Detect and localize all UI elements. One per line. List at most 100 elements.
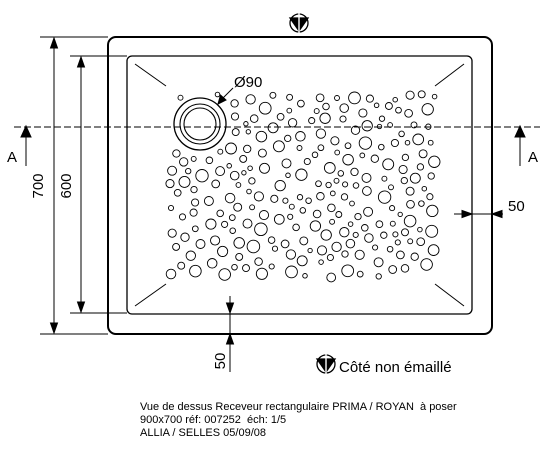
anti-slip-dot [285,249,297,260]
anti-slip-dot [309,220,322,232]
anti-slip-dot [177,261,186,270]
anti-slip-dot [326,272,337,283]
anti-slip-dot [380,231,388,239]
anti-slip-dot [372,244,379,251]
anti-slip-dot [167,165,178,176]
anti-slip-dot [381,175,388,182]
anti-slip-dot [427,172,435,180]
anti-slip-dot [401,228,409,237]
triangle-in-circle-icon [315,353,337,375]
anti-slip-dot [337,170,345,177]
anti-slip-dot [241,170,247,176]
anti-slip-dot [276,112,285,121]
anti-slip-dot [386,245,394,253]
anti-slip-dot [273,213,285,225]
anti-slip-dot [418,200,425,207]
anti-slip-dot [190,185,198,194]
anti-slip-dot [257,148,267,158]
anti-slip-dot [185,167,192,175]
anti-slip-dot [362,186,372,196]
anti-slip-dot [239,154,248,163]
anti-slip-dot [296,145,303,151]
anti-slip-dot [426,204,439,218]
anti-slip-dot [270,194,279,203]
tray-inner-outline [126,55,473,315]
anti-slip-dot [267,122,279,134]
anti-slip-dot [259,162,270,174]
anti-slip-dot [172,149,181,158]
anti-slip-dot [267,236,276,244]
dimension-bottom-50-label: 50 [212,353,229,370]
anti-slip-dot [307,247,313,254]
anti-slip-dot [231,128,240,137]
anti-slip-dot [390,138,399,148]
anti-slip-dot [326,253,334,262]
anti-slip-dot [334,95,340,101]
anti-slip-dot [274,179,286,192]
anti-slip-dot [312,209,322,219]
anti-slip-dot [189,264,202,278]
dimension-600 [70,55,127,314]
title-line-1: Vue de dessus Receveur rectangulaire PRI… [140,401,457,413]
anti-slip-dot [377,190,392,204]
anti-slip-dot [179,157,189,167]
anti-slip-dot [178,213,187,221]
anti-slip-dot [205,218,217,230]
anti-slip-dot [224,192,236,204]
anti-slip-dot [226,163,232,169]
anti-slip-dot [388,265,398,274]
anti-slip-dot [191,225,199,233]
anti-slip-dot [340,193,349,201]
anti-slip-dot [359,152,366,159]
anti-slip-dot [342,153,354,166]
anti-slip-dot [403,214,417,228]
anti-slip-dot [412,133,425,146]
anti-slip-dot [397,211,403,218]
anti-slip-dot [329,218,336,225]
anti-slip-dot [248,177,256,185]
anti-slip-dot [302,273,308,279]
anti-slip-dot [320,229,332,241]
anti-slip-dot [258,101,272,115]
section-marker-right [514,124,526,166]
anti-slip-dot [285,265,298,279]
anti-slip-dot [286,93,294,101]
anti-slip-dot [335,211,343,218]
anti-slip-dot [315,93,325,103]
anti-slip-dot [425,123,432,130]
anti-slip-dot [378,143,385,151]
anti-slip-dot [392,96,398,103]
anti-slip-dot [216,209,224,218]
anti-slip-dot [167,228,177,238]
anti-slip-dot [177,94,184,101]
anti-slip-dot [249,204,256,211]
anti-slip-dot [233,202,243,212]
anti-slip-dot [401,153,410,162]
anti-slip-dot [229,227,236,234]
anti-slip-dot [387,122,393,128]
dimension-700-label: 700 [30,173,47,198]
anti-slip-dot [345,238,356,249]
anti-slip-dot [254,222,268,237]
anti-slip-dot [365,94,374,103]
anti-slip-dot [325,181,332,189]
anti-slip-dot [352,182,360,189]
anti-slip-dot [295,168,308,181]
anti-slip-dot [323,162,336,174]
anti-slip-dot [284,134,292,143]
anti-slip-dot [361,120,373,132]
anti-slip-dot [288,203,295,210]
title-line-3: ALLIA / SELLES 05/09/08 [140,427,266,439]
anti-slip-dot [375,220,384,229]
anti-slip-dot [348,91,361,105]
anti-slip-dot [203,196,214,206]
anti-slip-dot [190,155,197,162]
section-marker-left [20,124,32,166]
anti-slip-dot [373,257,384,268]
anti-slip-dot [225,142,237,155]
anti-slip-dot [282,197,289,204]
anti-slip-dot [206,258,218,269]
anti-slip-dot [217,245,229,257]
anti-slip-dot [231,263,238,271]
anti-slip-dot [341,264,355,278]
